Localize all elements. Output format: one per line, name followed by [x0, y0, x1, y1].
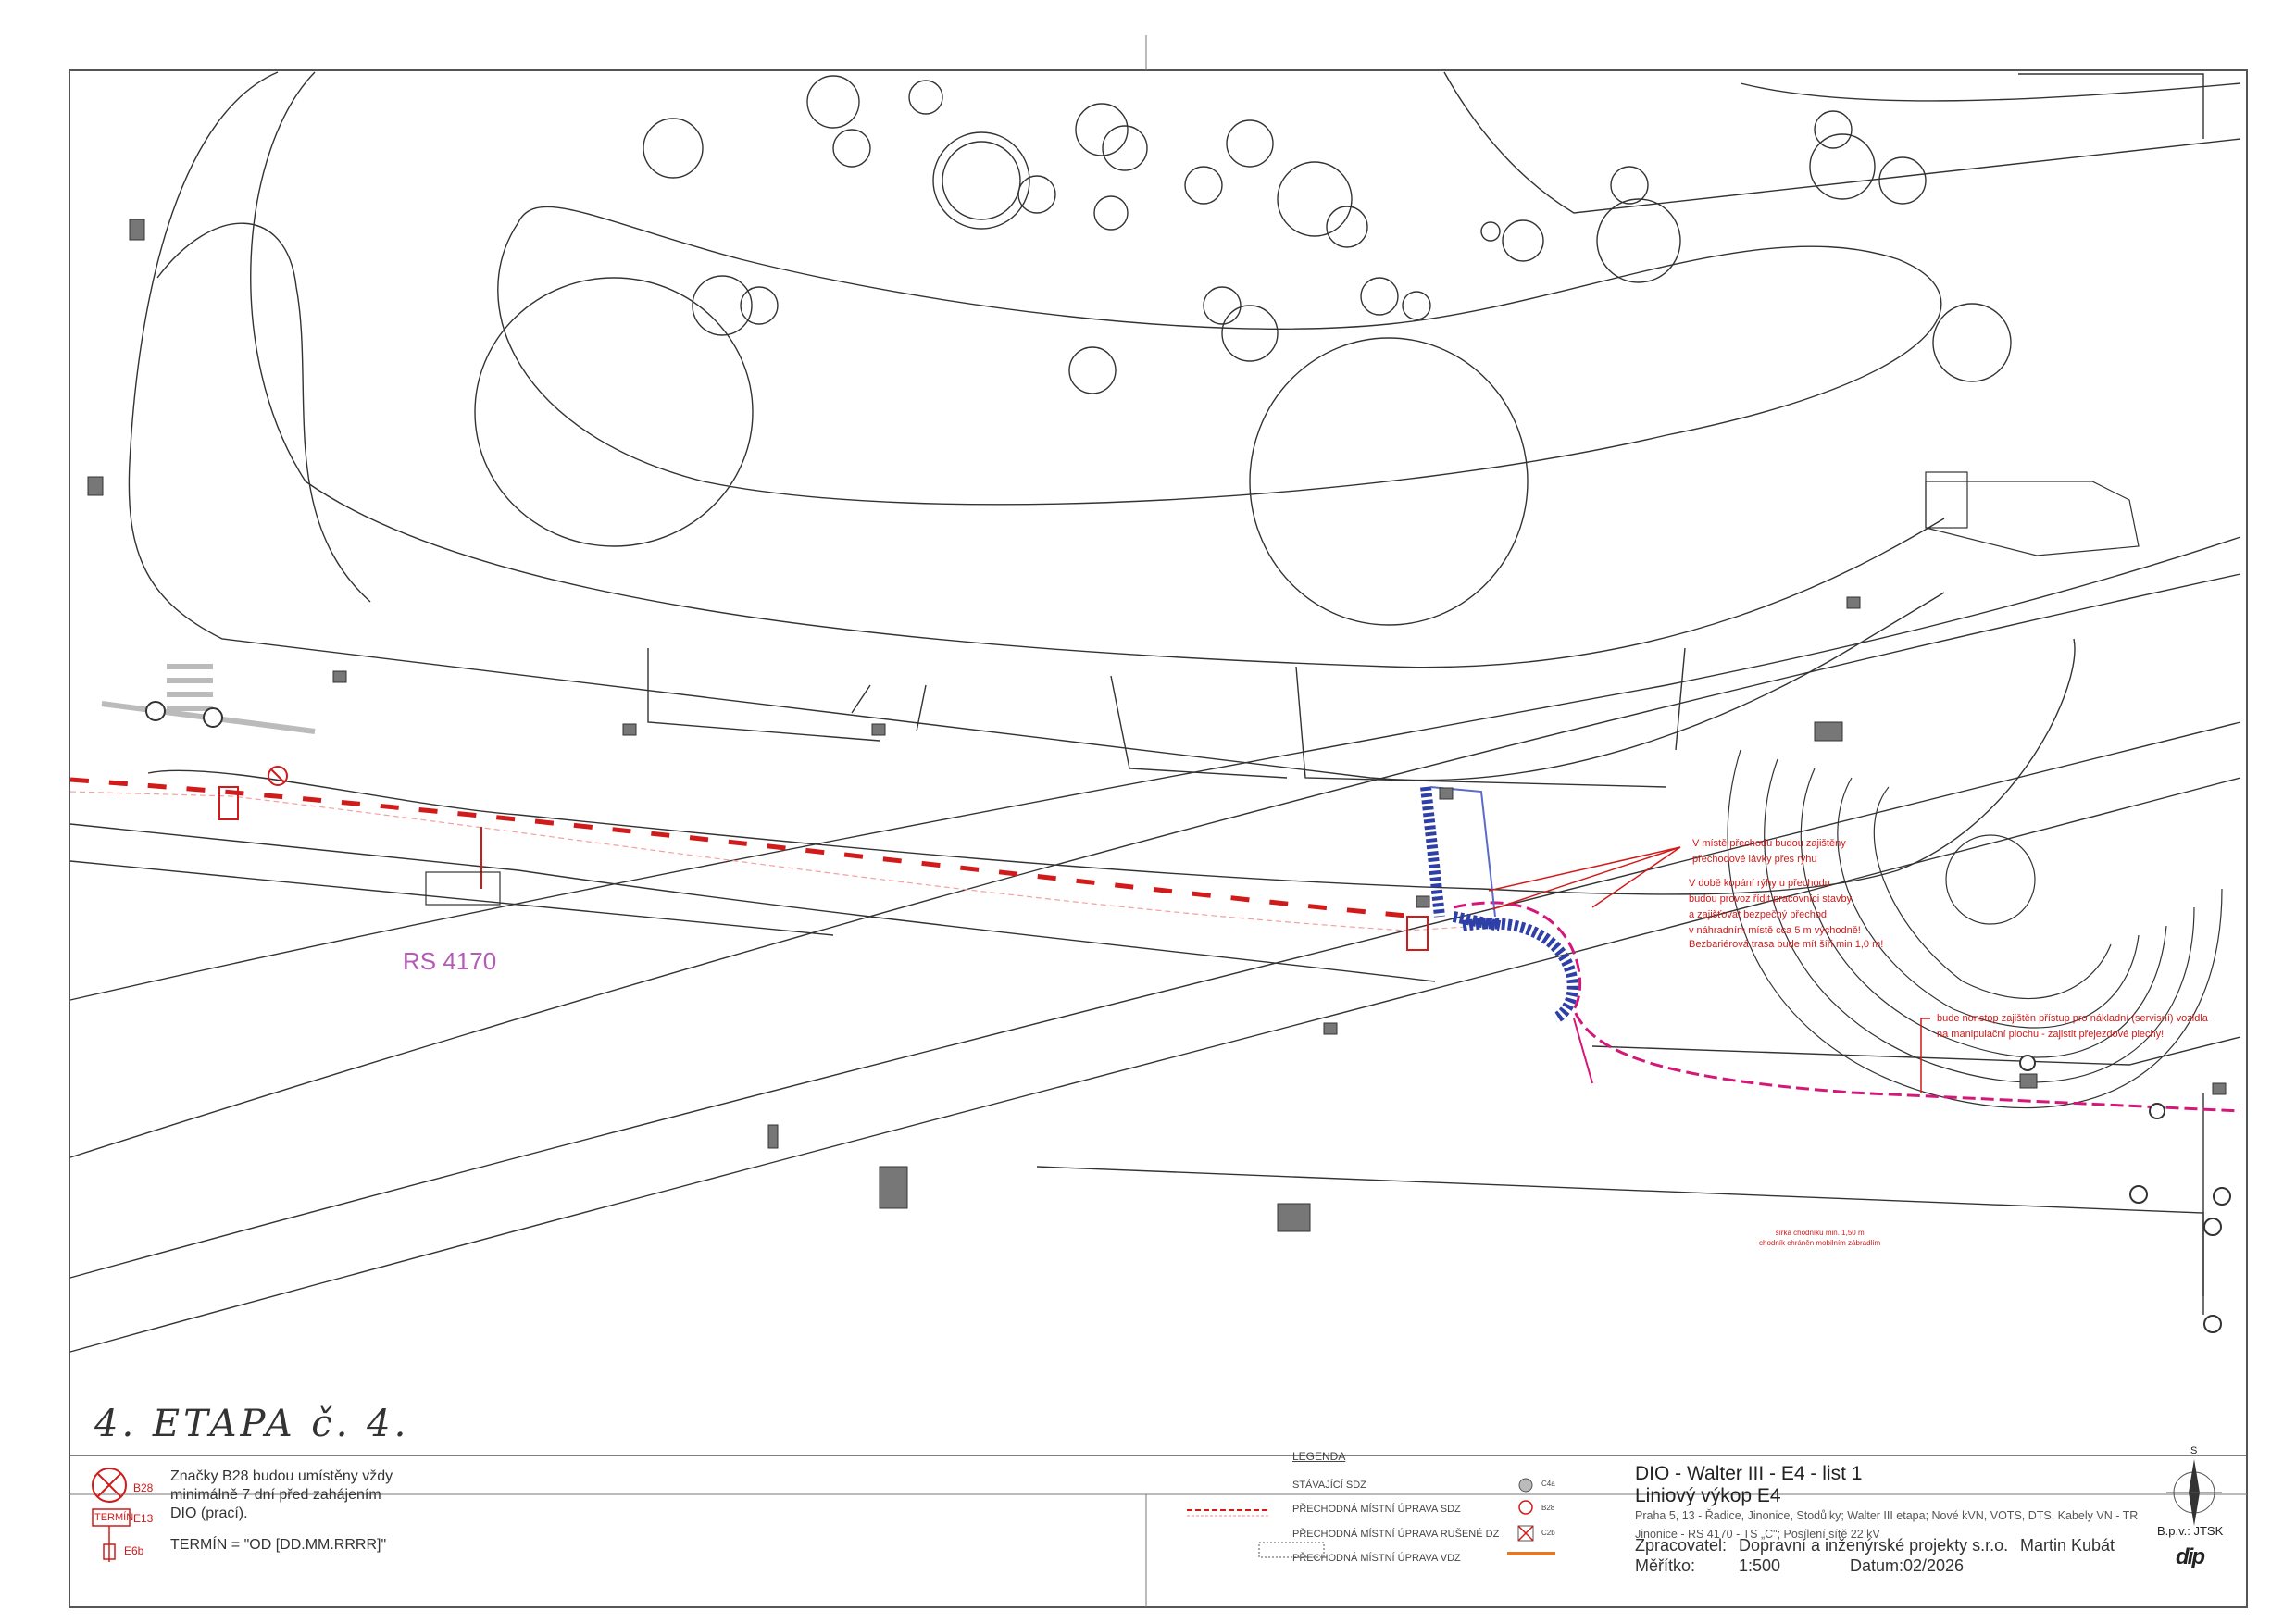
road-label: RS 4170 — [403, 947, 497, 975]
description-line: Praha 5, 13 - Řadice, Jinonice, Stodůlky… — [1635, 1509, 2139, 1522]
subtitle: Liniový výkop E4 — [1635, 1485, 1781, 1506]
note-line: v náhradním místě cca 5 m východně! — [1689, 925, 1861, 936]
company-logo: dip — [2176, 1544, 2205, 1569]
trees — [643, 75, 2012, 394]
temporary-sign-icon — [1518, 1500, 1533, 1515]
legend-code: C2b — [1541, 1529, 1555, 1537]
note-line: V době kopání rýhy u přechodu — [1689, 878, 1830, 889]
legend-code: B28 — [1541, 1504, 1555, 1512]
description-line: Jinonice - RS 4170 - TS „C"; Posílení sí… — [1635, 1528, 1880, 1541]
sign-note: Značky B28 budou umístěny vždy minimálně… — [170, 1468, 393, 1523]
note-line: V místě přechodu budou zajištěny — [1692, 838, 1846, 849]
note-barrier-free: Bezbariérová trasa bude mít šíři min 1,0… — [1689, 939, 1884, 950]
legend-item: PŘECHODNÁ MÍSTNÍ ÚPRAVA RUŠENÉ DZ — [1292, 1529, 1500, 1540]
e6b-plate-icon — [103, 1543, 116, 1560]
amphitheatre — [1727, 471, 2223, 1108]
north-label: S — [2190, 1445, 2198, 1456]
description: Praha 5, 13 - Řadice, Jinonice, Stodůlky… — [1635, 1506, 2138, 1543]
sign-note-line: Značky B28 budou umístěny vždy — [170, 1468, 393, 1484]
code-b28: B28 — [133, 1481, 154, 1494]
existing-sign-icon — [1518, 1478, 1533, 1493]
legend-item: PŘECHODNÁ MÍSTNÍ ÚPRAVA SDZ — [1292, 1504, 1461, 1515]
person: Martin Kubát — [2020, 1536, 2115, 1555]
author: Dopravní a inženýrské projekty s.r.o. — [1739, 1536, 2009, 1555]
legend-title: LEGENDA — [1292, 1450, 1346, 1463]
drawing-frame — [69, 69, 2248, 1608]
note-line: a zajišťovat bezpečný přechod — [1689, 909, 1828, 920]
note-sidewalk: šířka chodníku min. 1,50 m chodník chrán… — [1759, 1228, 1880, 1248]
legend-item: PŘECHODNÁ MÍSTNÍ ÚPRAVA VDZ — [1292, 1553, 1461, 1564]
note-leaders — [1488, 846, 1930, 1093]
date-label: Datum: — [1850, 1556, 1904, 1575]
note-digging: V době kopání rýhy u přechodu budou prov… — [1689, 876, 1861, 939]
note-line: budou provoz řídit pracovníci stavby — [1689, 893, 1853, 905]
code-termin: TERMÍN — [94, 1512, 134, 1523]
sign-symbols — [92, 1468, 131, 1562]
temporary-route-red — [69, 766, 2241, 1113]
note-line: chodník chráněn mobilním zábradlím — [1759, 1239, 1881, 1247]
title: DIO - Walter III - E4 - list 1 — [1635, 1463, 1863, 1484]
cancelled-sign-icon — [1517, 1525, 1534, 1542]
author-label: Zpracovatel: — [1635, 1536, 1728, 1555]
note-line: přechodové lávky přes rýhu — [1692, 854, 1817, 865]
code-e13: E13 — [133, 1512, 154, 1525]
b28-sign-icon — [92, 1468, 127, 1503]
park-outlines — [69, 71, 2241, 1353]
note-access: bude nonstop zajištěn přístup pro náklad… — [1937, 1011, 2208, 1043]
stage-handwritten: 4. ETAPA č. 4. — [94, 1403, 410, 1445]
sign-note-line: DIO (prací). — [170, 1505, 248, 1521]
scale-label: Měřítko: — [1635, 1556, 1696, 1575]
legend-item: STÁVAJÍCÍ SDZ — [1292, 1480, 1366, 1491]
code-e6b: E6b — [124, 1544, 144, 1557]
round-signs — [145, 701, 2231, 1333]
note-line: na manipulační plochu - zajistit přejezd… — [1937, 1029, 2165, 1040]
note-crossing: V místě přechodu budou zajištěny přechod… — [1692, 836, 1846, 868]
legend-symbols — [1187, 1478, 1555, 1558]
note-line: šířka chodníku min. 1,50 m — [1775, 1229, 1865, 1237]
sign-note-line: minimálně 7 dní před zahájením — [170, 1487, 381, 1503]
north-arrow-icon — [2166, 1459, 2222, 1526]
scale: 1:500 — [1739, 1556, 1781, 1575]
date: 02/2026 — [1903, 1556, 1965, 1575]
legend-code: C4a — [1541, 1480, 1555, 1488]
termin-plate-icon — [92, 1508, 131, 1527]
existing-signs — [87, 219, 2227, 1232]
note-line: bude nonstop zajištěn přístup pro náklad… — [1937, 1013, 2208, 1024]
coordinate-system: B.p.v.: JTSK — [2157, 1524, 2224, 1538]
term-note: TERMÍN = "OD [DD.MM.RRRR]" — [170, 1537, 387, 1553]
